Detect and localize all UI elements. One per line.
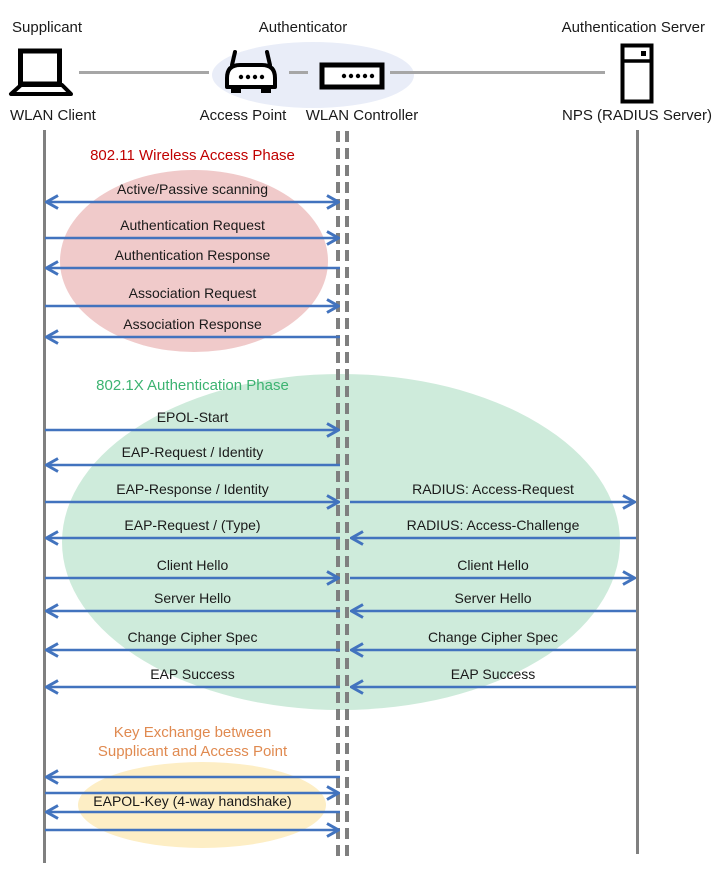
node-label-wlan-controller: WLAN Controller (305, 107, 419, 124)
message-label: Client Hello (457, 557, 529, 573)
message-arrow-left (45, 530, 340, 546)
message-arrow-left (350, 603, 636, 619)
message-arrow-both (45, 194, 340, 210)
connector-dash-ap-controller (289, 71, 308, 74)
message-arrow-right (350, 494, 636, 510)
role-label-supplicant: Supplicant (12, 19, 83, 36)
node-label-wlan-client: WLAN Client (10, 107, 96, 124)
message-label: EPOL-Start (156, 409, 229, 425)
node-label-nps-radius-server: NPS (RADIUS Server) (561, 107, 713, 124)
message-arrow-right (350, 570, 636, 586)
message-arrow-left (350, 679, 636, 695)
message-label: RADIUS: Access-Challenge (406, 517, 580, 533)
wlan-controller-icon (319, 62, 385, 90)
lifeline-dashed-access-point (336, 131, 340, 857)
message-label: EAP-Request / (Type) (124, 517, 261, 533)
lifeline-wlan-client (43, 130, 46, 863)
access-point-icon (225, 50, 277, 93)
message-arrow-left (45, 603, 340, 619)
message-arrow-left (45, 769, 340, 785)
message-arrow-right (45, 785, 340, 801)
lifeline-dashed-wlan-controller (345, 131, 349, 857)
message-label: Server Hello (454, 590, 532, 606)
message-label: Client Hello (156, 557, 229, 573)
message-arrow-left (45, 804, 340, 820)
message-label: Authentication Request (120, 217, 265, 233)
message-arrow-left (45, 260, 340, 276)
message-label: Active/Passive scanning (117, 181, 268, 197)
role-label-authenticator: Authenticator (258, 19, 348, 36)
message-arrow-right (45, 298, 340, 314)
message-arrow-right (45, 494, 340, 510)
phase-2-title: 802.1X Authentication Phase (96, 377, 289, 394)
message-label: EAP-Response / Identity (116, 481, 269, 497)
role-label-authentication-server: Authentication Server (561, 19, 705, 36)
server-icon (620, 43, 654, 104)
message-label: EAP-Request / Identity (121, 444, 264, 460)
message-label: Association Response (123, 316, 262, 332)
connector-line-controller-server (390, 71, 605, 74)
message-arrow-right (45, 230, 340, 246)
message-label: Change Cipher Spec (428, 629, 558, 645)
connector-line-client-ap (79, 71, 209, 74)
message-arrow-left (45, 329, 340, 345)
phase-1-ellipse (60, 170, 328, 352)
laptop-icon (9, 48, 73, 96)
message-label: EAP Success (450, 666, 536, 682)
phase-1-title: 802.11 Wireless Access Phase (90, 147, 295, 164)
phase-3-title: Key Exchange between Supplicant and Acce… (97, 724, 288, 760)
message-arrow-left (45, 642, 340, 658)
message-arrow-right (45, 422, 340, 438)
lifeline-nps-server (636, 130, 639, 854)
message-label: Change Cipher Spec (127, 629, 258, 645)
message-label: EAPOL-Key (4-way handshake) (93, 793, 292, 809)
message-arrow-left (45, 679, 340, 695)
message-label: Association Request (128, 285, 257, 301)
message-arrow-right (45, 822, 340, 838)
message-arrow-left (350, 530, 636, 546)
message-label: Server Hello (153, 590, 232, 606)
message-arrow-left (350, 642, 636, 658)
message-arrow-right (45, 570, 340, 586)
message-arrow-left (45, 457, 340, 473)
message-label: Authentication Response (114, 247, 271, 263)
node-label-access-point: Access Point (199, 107, 287, 124)
message-label: RADIUS: Access-Request (412, 481, 574, 497)
message-label: EAP Success (150, 666, 235, 682)
